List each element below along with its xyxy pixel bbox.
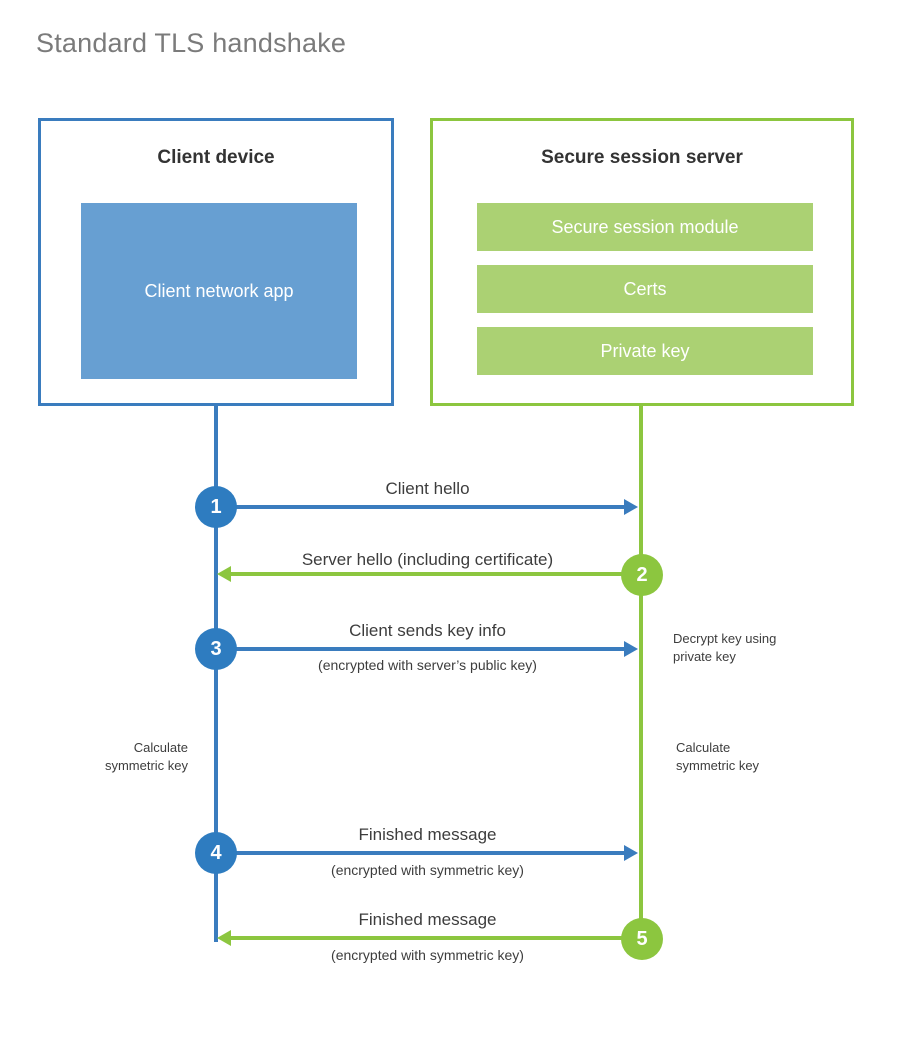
step-1-label: Client hello [385, 479, 470, 498]
step-3-arrow [216, 641, 638, 657]
step-3-circle: 3 [195, 628, 237, 670]
page-title: Standard TLS handshake [36, 28, 347, 58]
server-module-item: Certs [477, 265, 813, 313]
step-5-circle: 5 [621, 918, 663, 960]
server-module-item: Private key [477, 327, 813, 375]
server-module-item: Secure session module [477, 203, 813, 251]
step-5-arrow [217, 930, 641, 946]
step-1-arrow [216, 499, 638, 515]
client-device-box: Client device Client network app [38, 118, 394, 406]
step-5-label: Finished message [358, 910, 497, 929]
client-lifeline [214, 405, 218, 942]
server-module-list: Secure session module Certs Private key [477, 203, 813, 375]
step-3-label: Client sends key info [349, 621, 506, 640]
step-4-circle: 4 [195, 832, 237, 874]
secure-session-server-title: Secure session server [541, 147, 743, 168]
step-4-label: Finished message [358, 825, 497, 844]
step-2-arrow [217, 566, 641, 582]
client-device-title: Client device [157, 147, 275, 168]
client-network-app-block: Client network app [81, 203, 357, 379]
step-3-sublabel: (encrypted with server’s public key) [318, 657, 537, 673]
step-2-label: Server hello (including certificate) [301, 550, 554, 569]
step-2-circle: 2 [621, 554, 663, 596]
step-4-sublabel: (encrypted with symmetric key) [331, 862, 524, 878]
server-lifeline [639, 405, 643, 940]
step-1-circle: 1 [195, 486, 237, 528]
step-5-sublabel: (encrypted with symmetric key) [331, 947, 524, 963]
secure-session-server-box: Secure session server Secure session mod… [430, 118, 854, 406]
step-4-arrow [216, 845, 638, 861]
